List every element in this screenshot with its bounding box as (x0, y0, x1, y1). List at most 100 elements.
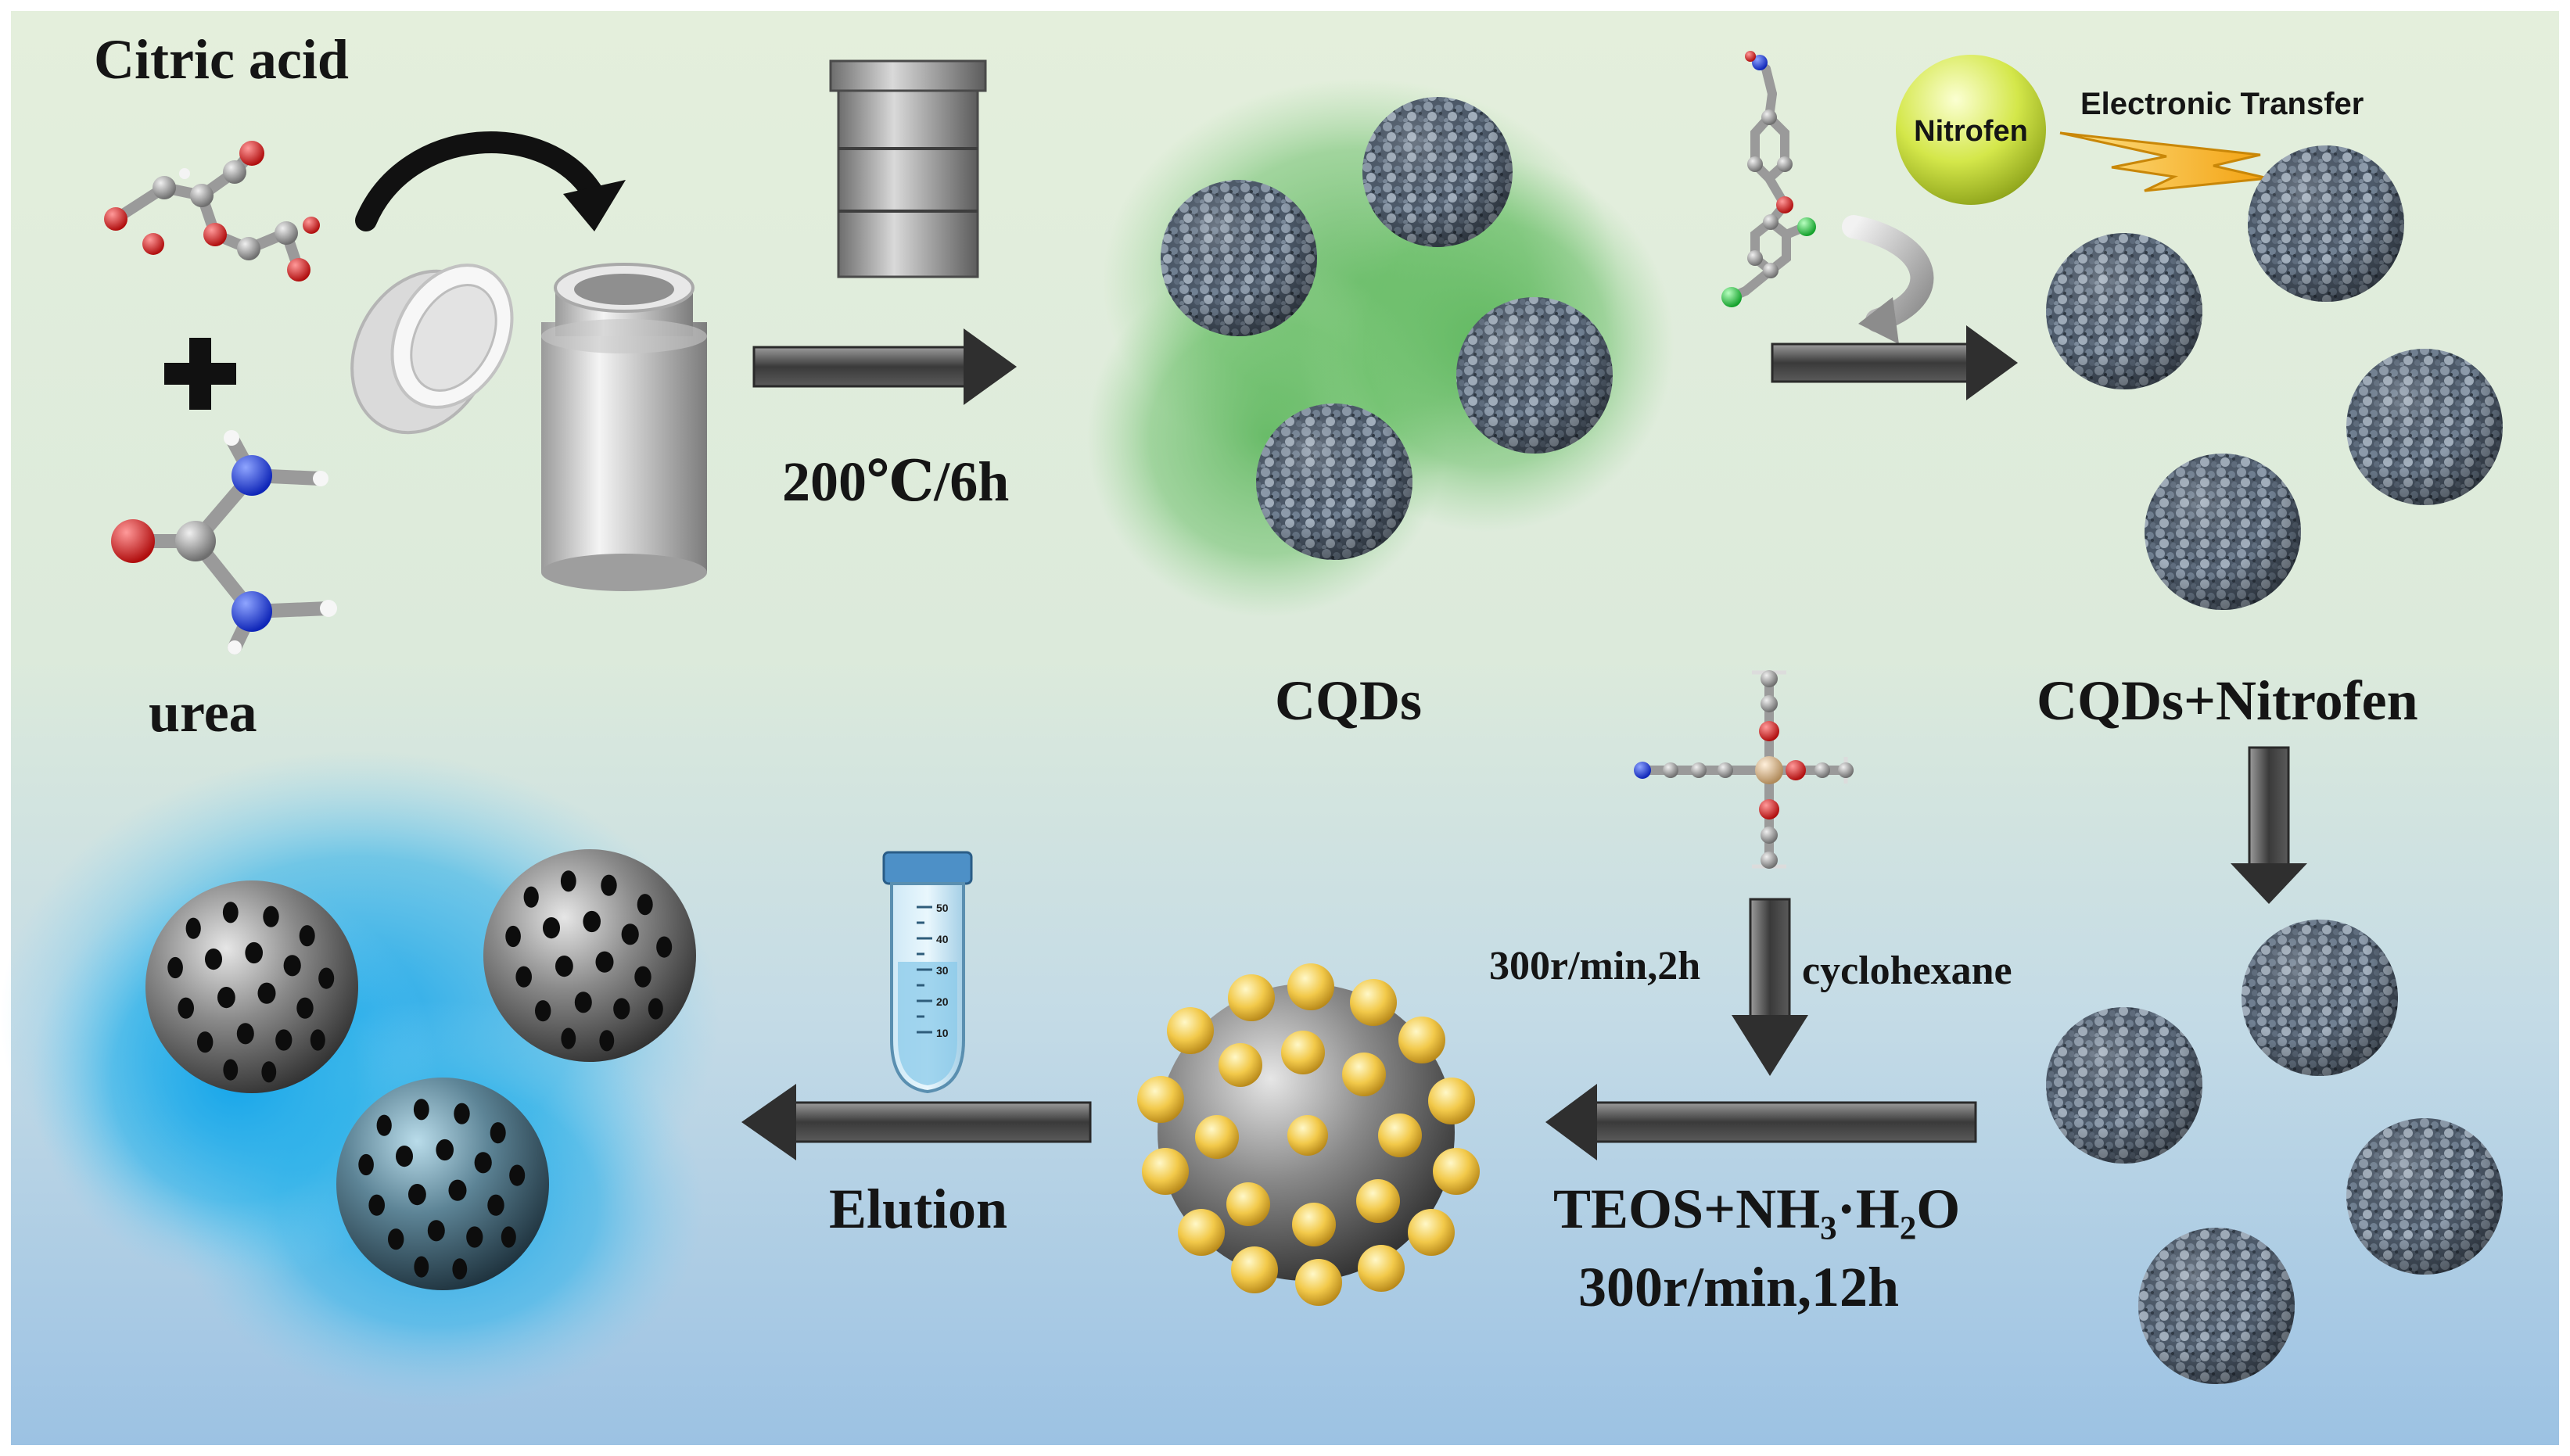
cqd-particle (1161, 180, 1317, 336)
cqds-nitrofen-label: CQDs+Nitrofen (2037, 669, 2418, 732)
imprint-cavity (599, 1030, 615, 1052)
imprint-cavity (555, 956, 573, 977)
cqd-particle (2138, 1228, 2295, 1384)
cqd-particle (2346, 349, 2503, 505)
imprint-cavity (648, 998, 663, 1020)
imprint-cavity (535, 1000, 551, 1022)
imprint-cavity (223, 1059, 239, 1081)
lightning-bolt-icon (2059, 131, 2269, 192)
imprint-cavity (275, 1029, 293, 1051)
imprint-cavity (448, 1179, 467, 1201)
stir-2h-label: 300r/min,2h (1489, 944, 1700, 988)
imprint-cavity (376, 1114, 392, 1136)
arrow-to-cqds (752, 328, 1017, 405)
porous-mip-sphere (145, 880, 358, 1093)
arrow-down-middle (1732, 898, 1808, 1076)
imprint-cavity (561, 1027, 576, 1049)
citric-acid-label: Citric acid (94, 28, 349, 91)
imprint-cavity (427, 1220, 445, 1242)
imprint-cavity (358, 1153, 374, 1176)
arrow-left-teos (1545, 1084, 1977, 1160)
cqd-particle (2346, 1118, 2503, 1275)
imprint-cavity (515, 966, 532, 988)
imprint-cavity (197, 1031, 214, 1053)
imprint-cavity (388, 1228, 404, 1250)
nitrofen-sphere-icon (1896, 55, 2046, 205)
imprint-cavity (257, 982, 276, 1004)
imprint-cavity (263, 906, 279, 927)
cqd-particle (2145, 454, 2301, 610)
imprint-cavity (490, 1122, 506, 1144)
arrow-down-right (2231, 746, 2307, 904)
porous-mip-sphere (483, 849, 696, 1062)
imprint-cavity (408, 1184, 426, 1206)
cyclohexane-label: cyclohexane (1802, 949, 2012, 993)
imprint-cavity (621, 923, 639, 945)
curved-arrowhead-icon (563, 180, 626, 231)
imprint-cavity (452, 1258, 468, 1280)
centrifuge-tube-icon: 50 40 30 20 10 (882, 851, 973, 1094)
teflon-reactor-icon (541, 263, 707, 591)
imprint-cavity (543, 917, 560, 939)
imprint-cavity (466, 1226, 483, 1248)
imprint-cavity (310, 1029, 325, 1051)
imprint-cavity (560, 870, 576, 892)
curved-arrow-icon (355, 131, 605, 231)
tube-scale-10: 10 (936, 1027, 949, 1039)
urea-label: urea (149, 681, 257, 744)
plus-icon (164, 338, 236, 410)
temperature-time-label: 200℃/6h (782, 450, 1009, 513)
cqd-particle (1256, 403, 1412, 560)
arrow-to-cqds-nitrofen (1771, 325, 2018, 400)
teos-molecule-icon (1634, 670, 1854, 869)
arrow-left-elution (741, 1084, 1092, 1160)
imprint-cavity (296, 997, 314, 1019)
urea-molecule-icon (111, 430, 337, 654)
imprint-cavity (185, 917, 201, 939)
template-bump-group (1137, 963, 1480, 1306)
nitrofen-sphere-label: Nitrofen (1914, 115, 2028, 148)
nitrofen-molecule-icon (1721, 51, 1816, 307)
elution-label: Elution (829, 1178, 1007, 1240)
imprint-cavity (505, 925, 521, 948)
imprint-cavity (413, 1099, 429, 1121)
imprint-cavity (318, 967, 335, 989)
imprint-cavity (501, 1226, 516, 1248)
cqd-particle (1456, 297, 1613, 454)
imprint-cavity (454, 1103, 470, 1124)
imprint-cavity (222, 902, 239, 923)
imprint-cavity (574, 992, 592, 1013)
imprint-cavity (509, 1164, 526, 1186)
imprint-cavity (436, 1139, 454, 1161)
cqd-particle (2046, 233, 2202, 389)
cqd-particle (2046, 1007, 2202, 1164)
imprint-cavity (396, 1146, 413, 1167)
imprint-cavity (205, 949, 222, 970)
imprint-cavity (474, 1152, 492, 1174)
imprint-cavity (613, 998, 630, 1020)
imprint-cavity (637, 894, 653, 916)
imprint-cavity (523, 886, 539, 908)
imprint-cavity (656, 936, 673, 958)
tube-scale-20: 20 (936, 995, 949, 1008)
tube-scale-30: 30 (936, 964, 949, 977)
imprint-cavity (595, 951, 614, 973)
imprint-cavity (487, 1194, 504, 1216)
cqd-particle (2248, 145, 2404, 302)
imprint-cavity (634, 966, 651, 988)
cqd-particle (1362, 97, 1513, 247)
cqds-label: CQDs (1275, 669, 1422, 732)
stir-12h-label: 300r/min,12h (1578, 1256, 1899, 1318)
citric-acid-molecule-icon (104, 141, 320, 282)
imprint-cavity (299, 925, 315, 947)
imprint-cavity (414, 1256, 429, 1278)
imprint-cavity (167, 956, 183, 979)
imprint-cavity (583, 910, 601, 933)
tube-scale-40: 40 (936, 933, 949, 945)
autoclave-icon (829, 59, 987, 278)
imprint-cavity (178, 997, 194, 1019)
electronic-transfer-label: Electronic Transfer (2080, 87, 2364, 121)
teos-label: TEOS+NH₃·H₂O (1553, 1178, 1960, 1240)
